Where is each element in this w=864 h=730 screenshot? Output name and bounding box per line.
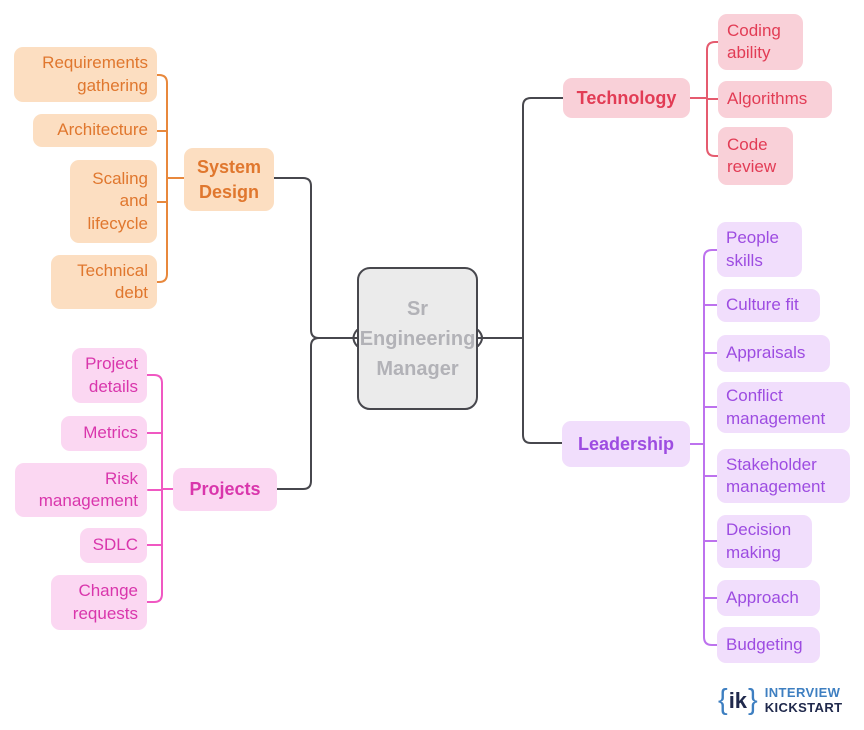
interview-kickstart-logo: { ik } INTERVIEW KICKSTART (718, 685, 843, 716)
node-technology: Technology (563, 78, 690, 118)
node-label: Code review (727, 134, 777, 176)
node-conflict-management: Conflict management (717, 382, 850, 433)
node-label: Technical debt (77, 260, 148, 302)
logo-line-kickstart: KICKSTART (764, 699, 843, 715)
logo-monogram: ik (728, 687, 748, 713)
node-sr-engineering-manager: Sr Engineering Manager (357, 267, 478, 410)
connector-system-design (156, 74, 185, 283)
node-label: Budgeting (726, 634, 803, 654)
node-label: Metrics (83, 423, 138, 443)
node-scaling-and-lifecycle: Scaling and lifecycle (70, 160, 157, 243)
node-label: Technology (576, 87, 677, 108)
node-label: People skills (726, 228, 779, 270)
node-label: Projects (189, 479, 261, 500)
node-architecture: Architecture (33, 114, 157, 147)
node-culture-fit: Culture fit (717, 289, 820, 322)
node-budgeting: Budgeting (717, 627, 820, 663)
node-risk-management: Risk management (15, 463, 147, 517)
node-label: Conflict management (726, 386, 826, 428)
node-label: Leadership (577, 433, 675, 454)
ik-logo-mark-icon: { ik } (718, 686, 758, 715)
node-projects: Projects (173, 468, 277, 511)
node-sdlc: SDLC (80, 528, 147, 563)
connector-leadership (689, 249, 718, 646)
node-appraisals: Appraisals (717, 335, 830, 372)
connector-technology (689, 41, 719, 157)
node-stakeholder-management: Stakeholder management (717, 449, 850, 503)
node-label: System Design (196, 157, 262, 202)
node-label: Algorithms (727, 89, 808, 109)
node-people-skills: People skills (717, 222, 802, 277)
node-algorithms: Algorithms (718, 81, 832, 118)
node-label: Change requests (72, 581, 138, 623)
node-label: Requirements gathering (42, 53, 148, 95)
node-label: Appraisals (726, 343, 806, 363)
center-node-label: Sr Engineering Manager (359, 297, 476, 380)
node-technical-debt: Technical debt (51, 255, 157, 309)
node-code-review: Code review (718, 127, 793, 185)
node-label: Coding ability (727, 20, 781, 62)
node-approach: Approach (717, 580, 820, 616)
connector-projects (145, 374, 174, 603)
node-label: Stakeholder management (726, 454, 826, 496)
connector-center (273, 97, 564, 490)
node-label: Project details (85, 354, 138, 396)
node-system-design: System Design (184, 148, 274, 211)
logo-brace-close: } (748, 684, 758, 717)
node-project-details: Project details (72, 348, 147, 403)
node-label: Scaling and lifecycle (87, 168, 148, 233)
node-label: Culture fit (726, 295, 799, 315)
node-label: Architecture (57, 120, 148, 140)
logo-brace-open: { (718, 684, 728, 717)
node-requirements-gathering: Requirements gathering (14, 47, 157, 102)
node-label: SDLC (92, 535, 138, 555)
logo-wordmark: INTERVIEW KICKSTART (764, 685, 843, 716)
node-label: Risk management (38, 468, 138, 510)
node-label: Decision making (726, 520, 792, 562)
node-change-requests: Change requests (51, 575, 147, 630)
logo-line-interview: INTERVIEW (764, 685, 841, 700)
node-label: Approach (726, 587, 799, 607)
node-leadership: Leadership (562, 421, 690, 467)
node-coding-ability: Coding ability (718, 14, 803, 70)
node-decision-making: Decision making (717, 515, 812, 568)
node-metrics: Metrics (61, 416, 147, 451)
